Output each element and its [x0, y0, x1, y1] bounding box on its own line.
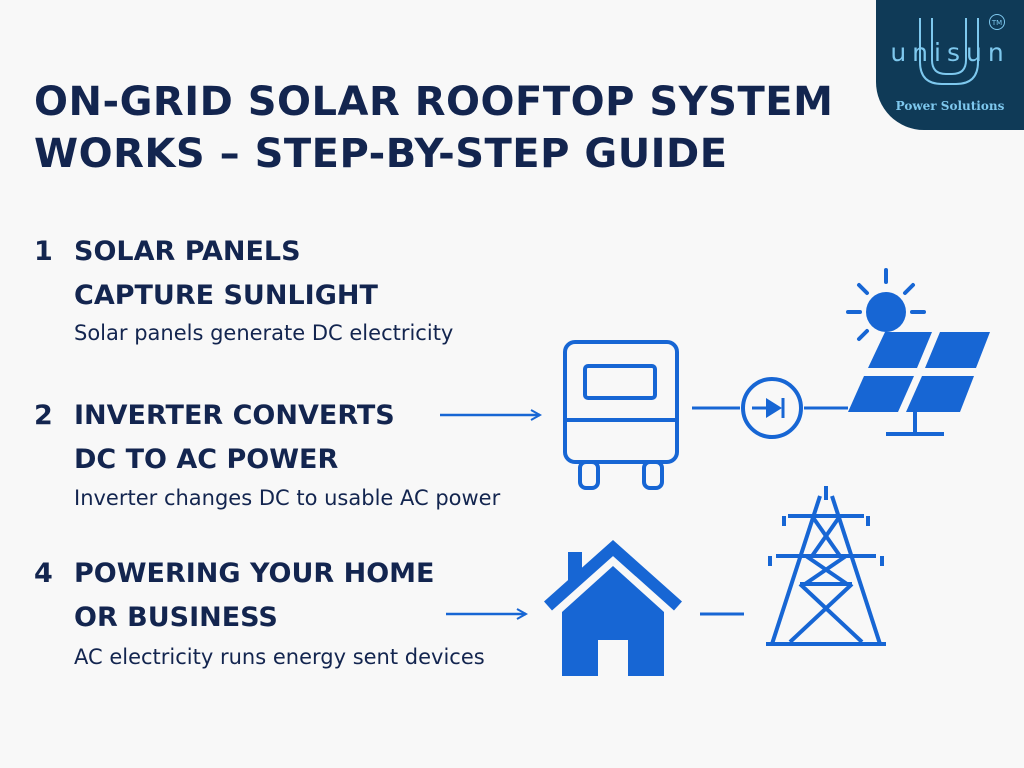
diode-icon: [741, 377, 803, 439]
step-1-description: Solar panels generate DC electricity: [74, 321, 454, 345]
step-4-heading-line1: POWERING YOUR HOME: [74, 558, 435, 589]
step-2-number: 2: [34, 400, 53, 431]
step-1-number: 1: [34, 236, 53, 267]
step-1-heading-line1: SOLAR PANELS: [74, 236, 301, 267]
page-title: ON-GRID SOLAR ROOFTOP SYSTEM WORKS – STE…: [34, 76, 833, 180]
step-2-description: Inverter changes DC to usable AC power: [74, 486, 501, 510]
step-1-heading-line2: CAPTURE SUNLIGHT: [74, 280, 378, 311]
inverter-icon: [563, 340, 679, 490]
logo-wordmark: unisun: [890, 38, 1010, 67]
step-2-heading-line1: INVERTER CONVERTS: [74, 400, 395, 431]
step-4-heading-line2: OR BUSINESS: [74, 602, 278, 633]
logo-u-mark: [919, 18, 979, 85]
step-2-heading-line2: DC TO AC POWER: [74, 444, 339, 475]
step-2-heading: INVERTER CONVERTS DC TO AC POWER: [74, 394, 395, 482]
page-title-line1: ON-GRID SOLAR ROOFTOP SYSTEM: [34, 79, 834, 125]
step-4-description: AC electricity runs energy sent devices: [74, 645, 485, 669]
page-title-line2: WORKS – STEP-BY-STEP GUIDE: [34, 131, 728, 177]
step-4-number: 4: [34, 558, 53, 589]
sun-icon: [846, 268, 926, 341]
transmission-tower-icon: [766, 486, 886, 646]
trademark-badge: TM: [989, 14, 1005, 30]
step-4-heading: POWERING YOUR HOME OR BUSINESS: [74, 552, 434, 640]
step-1-heading: SOLAR PANELS CAPTURE SUNLIGHT: [74, 230, 378, 318]
solar-panel-icon: [848, 332, 990, 436]
logo-tagline: Power Solutions: [895, 99, 1005, 113]
brand-logo: unisun Power Solutions: [876, 0, 1024, 130]
house-icon: [544, 539, 682, 676]
